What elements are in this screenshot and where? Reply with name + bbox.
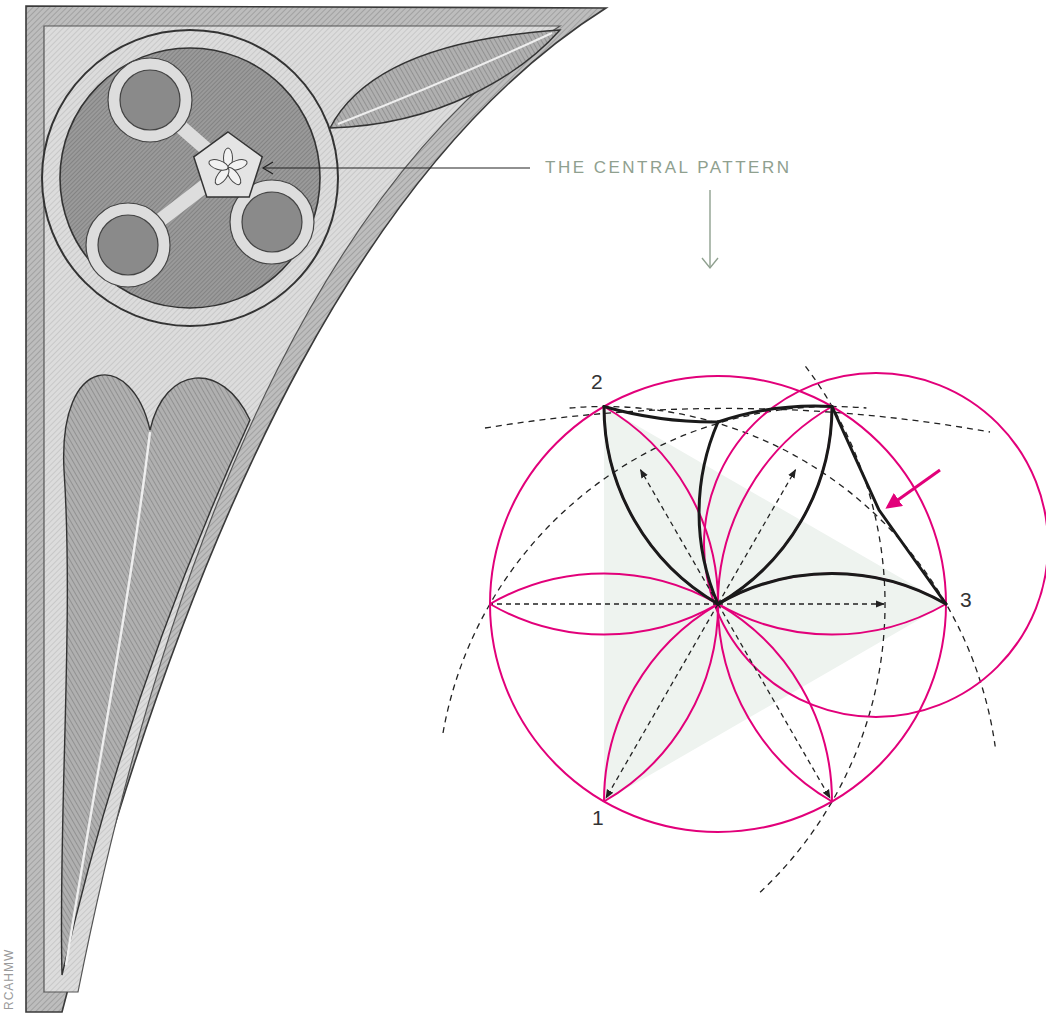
small-leaf (330, 30, 560, 128)
point-number: 2 (591, 370, 603, 394)
down-arrow (702, 190, 718, 268)
shaded-triangle (604, 407, 946, 802)
roundel-ring (42, 30, 338, 326)
construction-arcs (443, 366, 995, 893)
watermark: RCAHMW (3, 949, 17, 1010)
leader-line (263, 162, 530, 174)
point-number: 1 (592, 806, 604, 830)
pattern-caption: THE CENTRAL PATTERN (545, 158, 791, 178)
leaf-vein (338, 33, 552, 124)
large-leaf (61, 375, 250, 975)
pointer-arrow (888, 470, 940, 507)
central-pentagon (194, 132, 262, 197)
radius-arrows (492, 470, 884, 798)
traced-pattern (604, 406, 946, 604)
leaf-vein (66, 432, 150, 965)
roundel-recess (60, 48, 320, 308)
spandrel-carving (26, 6, 606, 1012)
spandrel-panel (44, 26, 560, 992)
tracery (86, 58, 314, 287)
compass-circles (490, 373, 1046, 832)
central-rosette (208, 148, 249, 187)
point-number: 3 (960, 588, 972, 612)
spandrel-frame (26, 6, 606, 1012)
